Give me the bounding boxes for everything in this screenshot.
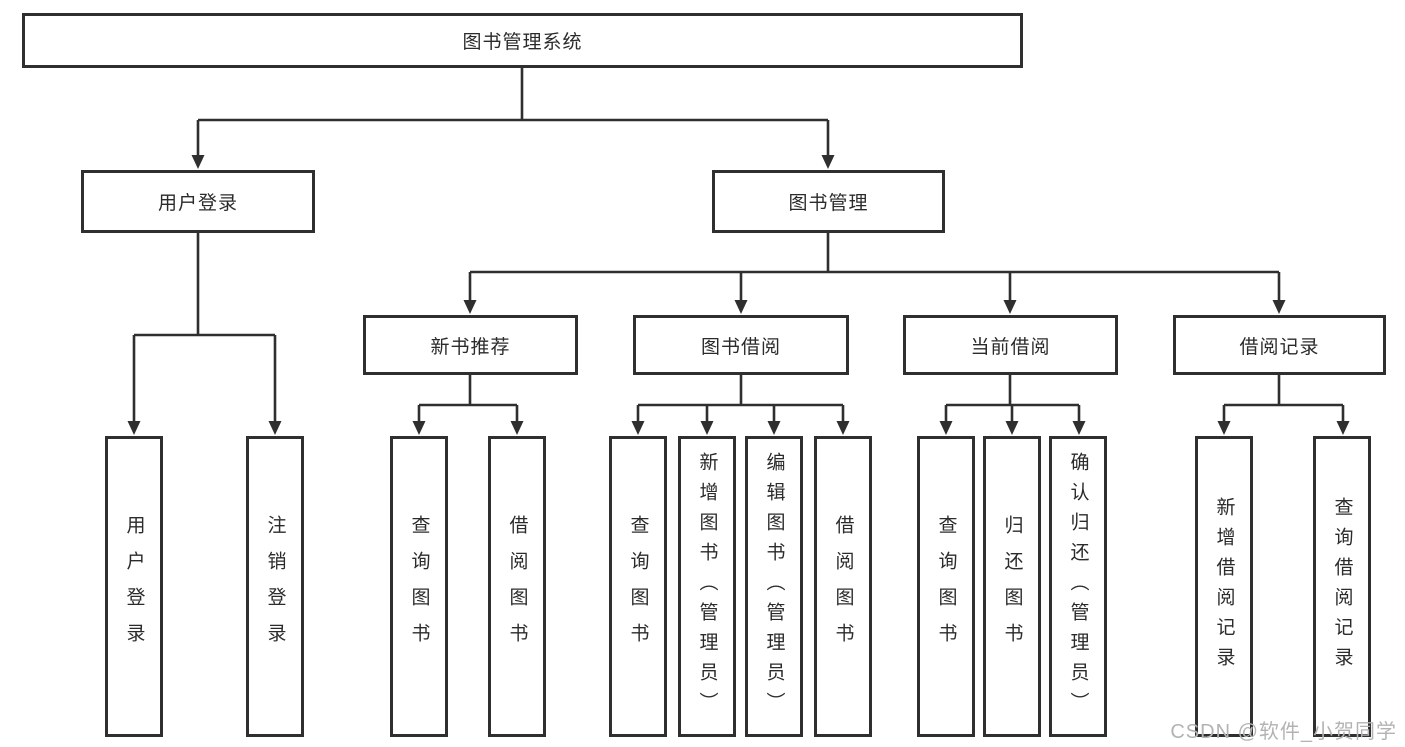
leaf-recommend-borrow-books-label: 借阅图书 xyxy=(506,514,528,659)
leaf-confirm-return-admin: 确认归还（管理员） xyxy=(1049,436,1107,737)
leaf-logout: 注销登录 xyxy=(246,436,304,737)
leaf-query-borrow-record: 查询借阅记录 xyxy=(1313,436,1371,737)
node-borrow-records-label: 借阅记录 xyxy=(1239,336,1320,358)
node-book-management: 图书管理 xyxy=(712,170,945,233)
leaf-recommend-borrow-books: 借阅图书 xyxy=(488,436,546,737)
leaf-edit-books-admin-label: 编辑图书（管理员） xyxy=(763,451,785,722)
leaf-return-books: 归还图书 xyxy=(983,436,1041,737)
node-new-book-recommend-label: 新书推荐 xyxy=(430,336,511,358)
node-current-borrow-label: 当前借阅 xyxy=(970,336,1051,358)
leaf-add-books-admin: 新增图书（管理员） xyxy=(678,436,736,737)
node-book-borrow-label: 图书借阅 xyxy=(700,336,781,358)
leaf-recommend-query-books: 查询图书 xyxy=(390,436,448,737)
node-root-label: 图书管理系统 xyxy=(462,32,583,53)
node-borrow-records: 借阅记录 xyxy=(1173,315,1386,375)
node-user-login-label: 用户登录 xyxy=(157,193,238,214)
leaf-query-borrow-record-label: 查询借阅记录 xyxy=(1331,496,1353,677)
leaf-confirm-return-admin-label: 确认归还（管理员） xyxy=(1067,451,1089,722)
leaf-borrow-books-label: 借阅图书 xyxy=(832,514,854,659)
node-book-borrow: 图书借阅 xyxy=(633,315,849,375)
leaf-add-borrow-record: 新增借阅记录 xyxy=(1195,436,1253,737)
node-user-login: 用户登录 xyxy=(81,170,315,233)
leaf-add-books-admin-label: 新增图书（管理员） xyxy=(696,451,718,722)
leaf-return-books-label: 归还图书 xyxy=(1001,514,1023,659)
leaf-user-login-label: 用户登录 xyxy=(123,514,145,659)
leaf-logout-label: 注销登录 xyxy=(264,514,286,659)
node-current-borrow: 当前借阅 xyxy=(903,315,1118,375)
leaf-borrow-books: 借阅图书 xyxy=(814,436,872,737)
node-root: 图书管理系统 xyxy=(22,13,1023,68)
leaf-edit-books-admin: 编辑图书（管理员） xyxy=(745,436,803,737)
leaf-borrow-query-books-label: 查询图书 xyxy=(627,514,649,659)
node-new-book-recommend: 新书推荐 xyxy=(363,315,578,375)
csdn-watermark: CSDN @软件_小贺同学 xyxy=(1170,721,1397,743)
leaf-current-query-books: 查询图书 xyxy=(917,436,975,737)
leaf-current-query-books-label: 查询图书 xyxy=(935,514,957,659)
leaf-borrow-query-books: 查询图书 xyxy=(609,436,667,737)
leaf-user-login: 用户登录 xyxy=(105,436,163,737)
leaf-add-borrow-record-label: 新增借阅记录 xyxy=(1213,496,1235,677)
node-book-management-label: 图书管理 xyxy=(788,193,869,214)
leaf-recommend-query-books-label: 查询图书 xyxy=(408,514,430,659)
